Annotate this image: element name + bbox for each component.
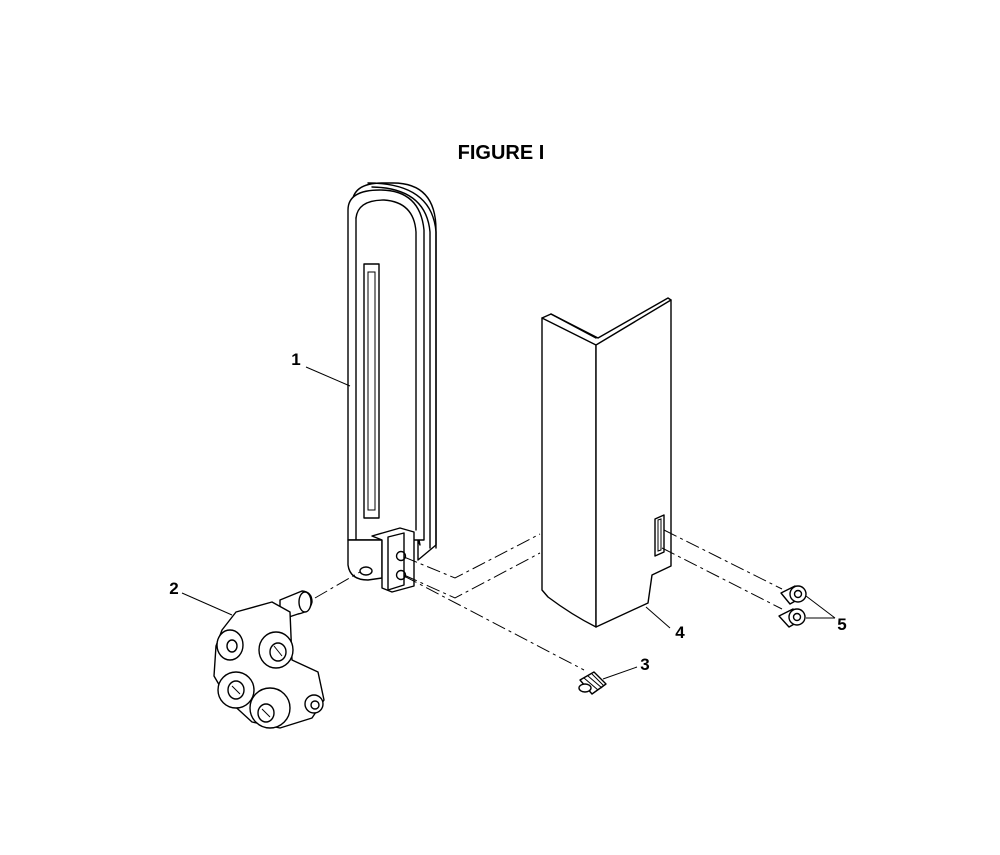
part-2-guide-assembly — [213, 590, 325, 729]
callout-5: 5 — [837, 615, 846, 634]
part-1-guard-arm — [347, 182, 437, 593]
assembly-lines — [314, 529, 783, 671]
part-3-set-screw — [578, 671, 607, 695]
part-5-screws — [778, 585, 807, 628]
part-4-angle-shield — [541, 297, 672, 628]
callout-4: 4 — [675, 623, 685, 642]
figure-title: FIGURE I — [458, 142, 545, 164]
callout-1: 1 — [291, 350, 300, 369]
callout-2: 2 — [169, 579, 178, 598]
callout-3: 3 — [640, 655, 649, 674]
leader-lines — [181, 366, 836, 680]
